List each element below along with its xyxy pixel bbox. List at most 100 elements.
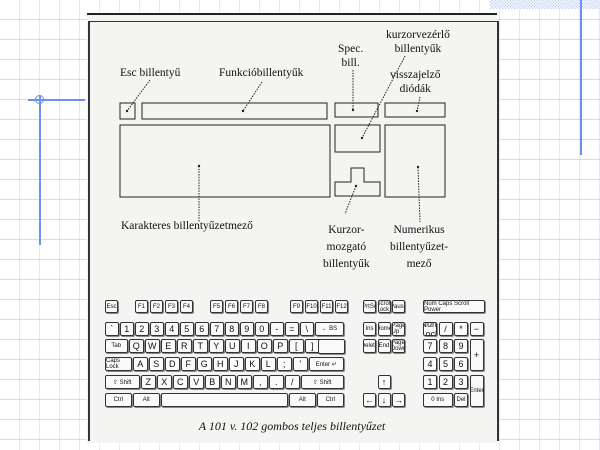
key: Home [377, 322, 391, 336]
key: W [145, 339, 160, 353]
key: V [189, 375, 204, 389]
key: Ctrl [105, 393, 132, 407]
figure-frame [88, 21, 499, 441]
key: 6 [195, 322, 209, 336]
key: Z [141, 375, 156, 389]
key: → [392, 393, 405, 407]
label-line: mező [406, 258, 432, 270]
key: 4 [165, 322, 179, 336]
key: / [438, 322, 453, 336]
key: R [177, 339, 192, 353]
key: Alt [133, 393, 160, 407]
function-zone [141, 102, 328, 120]
key: Esc [105, 300, 118, 313]
key: 1 [423, 375, 437, 389]
key: F6 [225, 300, 238, 313]
key: Page Up [392, 322, 405, 336]
key: Pause [392, 300, 405, 313]
key: 5 [438, 357, 453, 371]
key: , [253, 375, 268, 389]
key: U [225, 339, 240, 353]
key: E [161, 339, 176, 353]
label-line: kurzorvezérlő [386, 29, 450, 41]
slide-vertical-line [39, 95, 41, 245]
key: D [165, 357, 180, 371]
key: Enter [469, 375, 484, 407]
key: K [245, 357, 260, 371]
key: F3 [165, 300, 178, 313]
character-zone [119, 124, 331, 198]
label-line: Numerikus [393, 224, 445, 236]
key: Ins [363, 322, 376, 336]
figure-caption: A 101 v. 102 gombos teljes billentyűzet [198, 419, 386, 433]
label-character-field: Karakteres billentyűzetmező [121, 220, 253, 232]
key: 0 Ins [423, 393, 453, 407]
key: F2 [150, 300, 163, 313]
key: 8 [225, 322, 239, 336]
key: 4 [423, 357, 437, 371]
key: Q [129, 339, 144, 353]
top-band [490, 0, 600, 9]
label-line: Kurzor- [328, 224, 365, 236]
label-spec-line: bill. [341, 57, 360, 69]
key: 3 [454, 375, 468, 389]
label-line: mozgató [326, 241, 367, 253]
key: Delete [363, 339, 376, 353]
key: ← [363, 393, 376, 407]
key: Ctrl [317, 393, 344, 407]
key: 0 [255, 322, 269, 336]
leader-lines [126, 55, 421, 223]
key: 2 [438, 375, 453, 389]
label-cursor-move: Kurzor-mozgató billentyűk [323, 222, 370, 273]
key: ` [105, 322, 119, 336]
key: X [157, 375, 172, 389]
label-line: billentyűk [323, 258, 370, 270]
slide-right-line [580, 0, 582, 155]
key: Enter ↵ [309, 357, 344, 371]
spec-zone [334, 102, 379, 118]
key: Del [454, 393, 468, 407]
key: F8 [255, 300, 268, 313]
key: 6 [454, 357, 468, 371]
label-esc: Esc billentyű [120, 67, 181, 79]
key: I [241, 339, 256, 353]
key: 1 [120, 322, 134, 336]
key: ⇧ Shift [105, 375, 140, 389]
key: F4 [180, 300, 193, 313]
key: Caps Lock [105, 357, 132, 371]
key: Num Lock [423, 322, 437, 336]
key: \ [300, 322, 314, 336]
key: Y [209, 339, 224, 353]
key: Scroll Lock [377, 300, 391, 313]
key: F10 [305, 300, 318, 313]
key: L [261, 357, 276, 371]
key: H [213, 357, 228, 371]
key: - [270, 322, 284, 336]
key: G [197, 357, 212, 371]
key [318, 339, 345, 354]
key: 9 [240, 322, 254, 336]
key: F9 [290, 300, 303, 313]
key: [ [289, 339, 304, 353]
slide-horizontal-line [28, 99, 85, 101]
key: B [205, 375, 220, 389]
key: F5 [210, 300, 223, 313]
key: T [193, 339, 208, 353]
key: PrtSc [363, 300, 376, 313]
key: Alt [289, 393, 316, 407]
key: ' [293, 357, 308, 371]
cursor-move-zone [334, 167, 381, 197]
cursor-control-zone [334, 124, 381, 153]
key: * [454, 322, 468, 336]
key: 8 [438, 339, 453, 353]
key: / [285, 375, 300, 389]
key: F [181, 357, 196, 371]
key: F12 [335, 300, 348, 313]
key: 7 [423, 339, 437, 353]
key: . [269, 375, 284, 389]
key: F7 [240, 300, 253, 313]
